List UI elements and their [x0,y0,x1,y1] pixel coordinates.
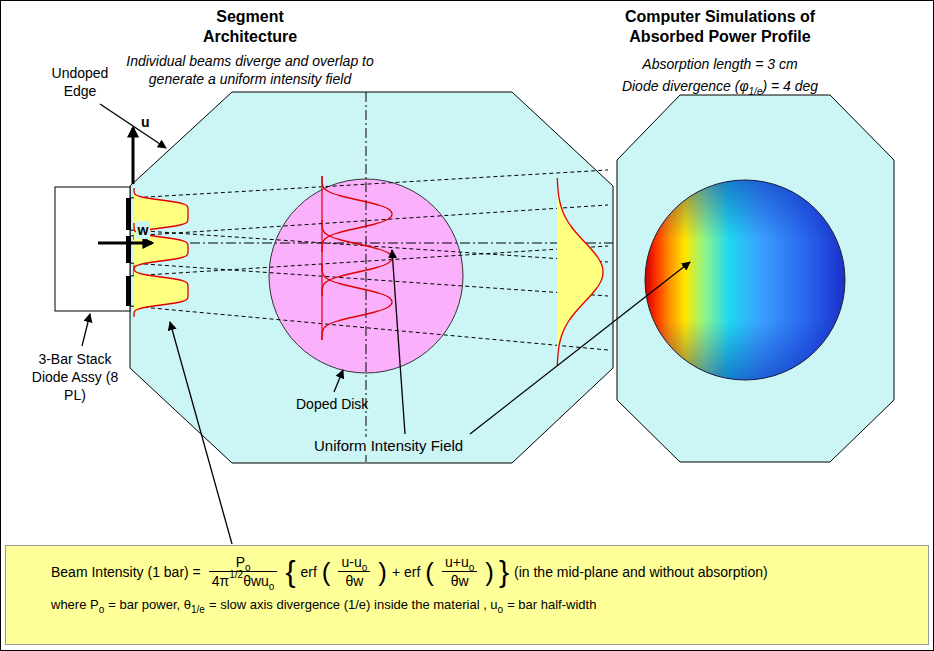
axis-label: w [136,221,150,239]
diode-stack [55,187,130,311]
leader-line [470,262,690,434]
formula-text: θwu [243,573,269,589]
denominator: θw [338,571,370,589]
subtitle: Individual beams diverge and overlap to … [100,52,400,88]
fraction: u+uoθw [442,554,477,589]
numerator: u-uo [338,554,370,571]
part-label: Uniform Intensity Field [312,437,496,455]
fraction: Po4π1/2θwuo [209,554,278,589]
leaders [82,104,690,544]
part-label: 3-Bar Stack Diode Assy (8 PL) [20,350,130,404]
beam-edges [130,170,608,350]
diode-bar [126,198,131,230]
axis-label: u [141,113,155,131]
emitters [126,198,131,306]
beam-edge [130,205,608,236]
formula-text: P [236,554,245,570]
superscript: 1/2 [229,569,243,580]
bracket: ( [425,559,434,585]
beam-profile-fill [557,178,603,366]
absorbed-power-shading [645,180,845,380]
subscript: o [269,581,275,592]
beam-profiles [134,176,603,366]
section-title: Segment Architecture [175,7,325,47]
formula-text: where P [51,597,99,612]
leader-line [82,314,90,346]
formula-text: = slow axis divergence (1/e) inside the … [209,597,498,612]
subscript: 1/e [749,86,763,97]
beam-profile-fill [134,188,188,240]
bracket: ( [322,559,331,585]
numerator: u+uo [442,554,477,571]
section-title: Computer Simulations of Absorbed Power P… [605,7,835,47]
absorbed-power-map [645,180,845,380]
bracket: ) [378,559,387,585]
beam-profile-curve [322,220,392,296]
beam-profile-fill [134,265,188,317]
formula-line: where Po= bar power, θ1/e= slow axis div… [51,597,918,612]
denominator: 4π1/2θwuo [209,571,278,589]
formula-box: Beam Intensity (1 bar) =Po4π1/2θwuo{erf(… [5,545,929,645]
formula-text: θw [451,573,469,589]
subscript: o [362,562,368,573]
formula-text: 4π [212,573,229,589]
formula-text: (in the mid-plane and without absorption… [514,564,768,580]
subscript: o [469,562,475,573]
beam-profile-curve [134,188,188,240]
formula-text: erf [300,564,316,580]
axis-arrow [98,242,152,245]
formula-text: + erf [392,564,420,580]
beam-edge [130,170,608,198]
leader-line [334,370,343,392]
segment-octagon [617,95,894,462]
subtitle: Diode divergence (φ [622,78,749,94]
beam-edge [130,246,608,276]
leader-line [392,250,405,434]
formula-text: θw [345,573,363,589]
fraction: u-uoθw [338,554,370,589]
diode-bar [126,276,131,306]
axis-arrow [132,128,135,184]
subscript: o [498,604,504,615]
leader-line [170,322,232,544]
diode-bar [126,236,131,263]
profile-baseline [321,176,322,340]
beam-edge [130,306,608,350]
formula-text: u+u [445,554,469,570]
subscript: 1/e [191,604,205,615]
beam-profile-curve [322,176,392,252]
subscript: o [99,604,105,615]
subtitle: ) = 4 deg [762,78,818,94]
subtitle: Absorption length = 3 cm [620,55,820,73]
part-label: Undoped Edge [40,64,120,100]
beam-profile-curve [134,265,188,317]
formula-text: Beam Intensity (1 bar) = [51,564,201,580]
formula-text: = bar power, θ [108,597,191,612]
subtitle-line: Diode divergence (φ1/e) = 4 deg [590,77,850,97]
bracket: { [285,557,295,587]
beam-profile-curve [557,178,603,366]
bracket: ) [485,559,494,585]
segment-octagon [130,92,613,463]
formula-line: Beam Intensity (1 bar) =Po4π1/2θwuo{erf(… [51,554,918,589]
denominator: θw [442,571,477,589]
formula-text: = bar half-width [507,597,596,612]
formula-text: u-u [341,554,361,570]
subscript: o [245,562,251,573]
numerator: Po [233,554,254,571]
part-label: Doped Disk [296,395,386,413]
beam-profile-curve [322,264,392,340]
bracket: } [499,557,509,587]
